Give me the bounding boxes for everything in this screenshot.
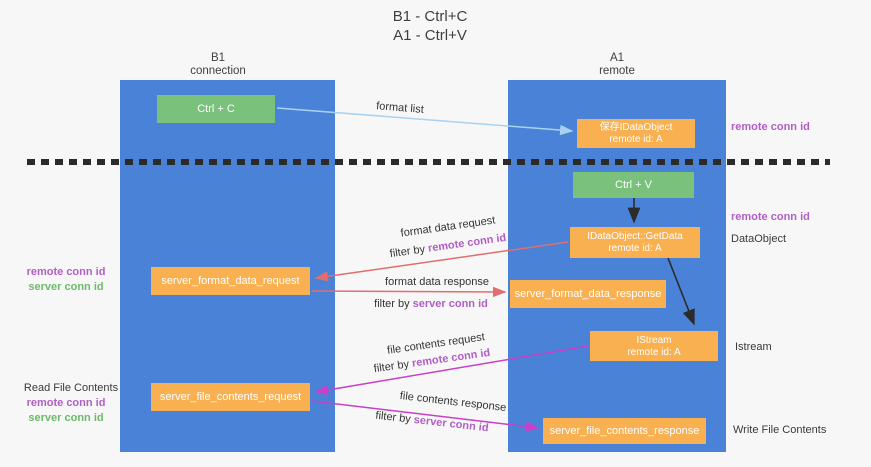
node-save-idataobject: 保存IDataObject remote id: A	[577, 119, 695, 148]
filter-term: server conn id	[412, 298, 488, 310]
filter-term: server conn id	[413, 413, 490, 435]
annotation-istream: Istream	[735, 341, 772, 353]
edge-label-format-data-response: format data response	[385, 276, 489, 288]
lane-a1-role: remote	[599, 65, 635, 77]
dashed-divider	[27, 159, 830, 165]
diagram-title: B1 - Ctrl+C A1 - Ctrl+V	[393, 7, 468, 45]
filter-prefix: filter by	[374, 409, 415, 426]
annotation-write-file-contents: Write File Contents	[733, 424, 827, 436]
node-format-request-label: server_format_data_request	[161, 275, 300, 287]
annotation-left-server-conn-id-2: server conn id	[28, 412, 104, 424]
node-server-format-data-response: server_format_data_response	[510, 280, 666, 308]
title-line-2: A1 - Ctrl+V	[393, 27, 467, 44]
node-idataobject-getdata: IDataObject::GetData remote id: A	[570, 227, 700, 258]
arrow-format-data-response	[311, 286, 507, 298]
node-ctrl-c-label: Ctrl + C	[197, 103, 235, 115]
filter-prefix: filter by	[374, 298, 413, 310]
title-line-1: B1 - Ctrl+C	[392, 8, 468, 25]
annotation-read-file-contents: Read File Contents	[23, 382, 119, 394]
lane-a1-name: A1	[609, 52, 625, 64]
node-ctrl-v: Ctrl + V	[573, 172, 694, 198]
lane-b1-name: B1	[210, 52, 226, 64]
lane-b1-role: connection	[190, 65, 246, 77]
lane-header-a1: A1 remote	[599, 52, 635, 78]
node-file-request-label: server_file_contents_request	[159, 391, 302, 403]
annotation-remote-conn-id-mid: remote conn id	[731, 211, 810, 223]
filter-term: remote conn id	[427, 231, 507, 255]
filter-prefix: filter by	[373, 357, 413, 376]
node-file-response-label: server_file_contents_response	[549, 425, 700, 437]
node-getdata-line1: IDataObject::GetData	[587, 231, 683, 242]
node-server-file-contents-request: server_file_contents_request	[151, 383, 310, 411]
node-istream: IStream remote id: A	[590, 331, 718, 361]
node-istream-line2: remote id: A	[627, 346, 681, 358]
annotation-remote-conn-id-top: remote conn id	[731, 121, 810, 133]
edge-label-format-response-filter: filter by server conn id	[374, 298, 488, 310]
edge-label-file-contents-response: file contents response	[399, 389, 507, 415]
annotation-left-server-conn-id-1: server conn id	[28, 281, 104, 293]
edge-label-format-list: format list	[375, 100, 425, 116]
annotation-left-remote-conn-id-2: remote conn id	[26, 397, 106, 409]
node-ctrl-c: Ctrl + C	[157, 95, 275, 123]
annotation-left-remote-conn-id-1: remote conn id	[26, 266, 106, 278]
node-save-line2: remote id: A	[609, 134, 663, 145]
node-format-response-label: server_format_data_response	[514, 288, 662, 300]
lane-header-b1: B1 connection	[190, 52, 246, 78]
node-getdata-line2: remote id: A	[608, 243, 662, 254]
filter-prefix: filter by	[389, 242, 429, 261]
node-istream-line1: IStream	[636, 334, 672, 346]
node-server-file-contents-response: server_file_contents_response	[543, 418, 706, 444]
edge-label-file-response-filter: filter by server conn id	[375, 410, 489, 435]
node-server-format-data-request: server_format_data_request	[151, 267, 310, 295]
annotation-dataobject: DataObject	[731, 233, 787, 245]
node-save-line1: 保存IDataObject	[599, 122, 673, 133]
node-ctrl-v-label: Ctrl + V	[615, 179, 652, 191]
